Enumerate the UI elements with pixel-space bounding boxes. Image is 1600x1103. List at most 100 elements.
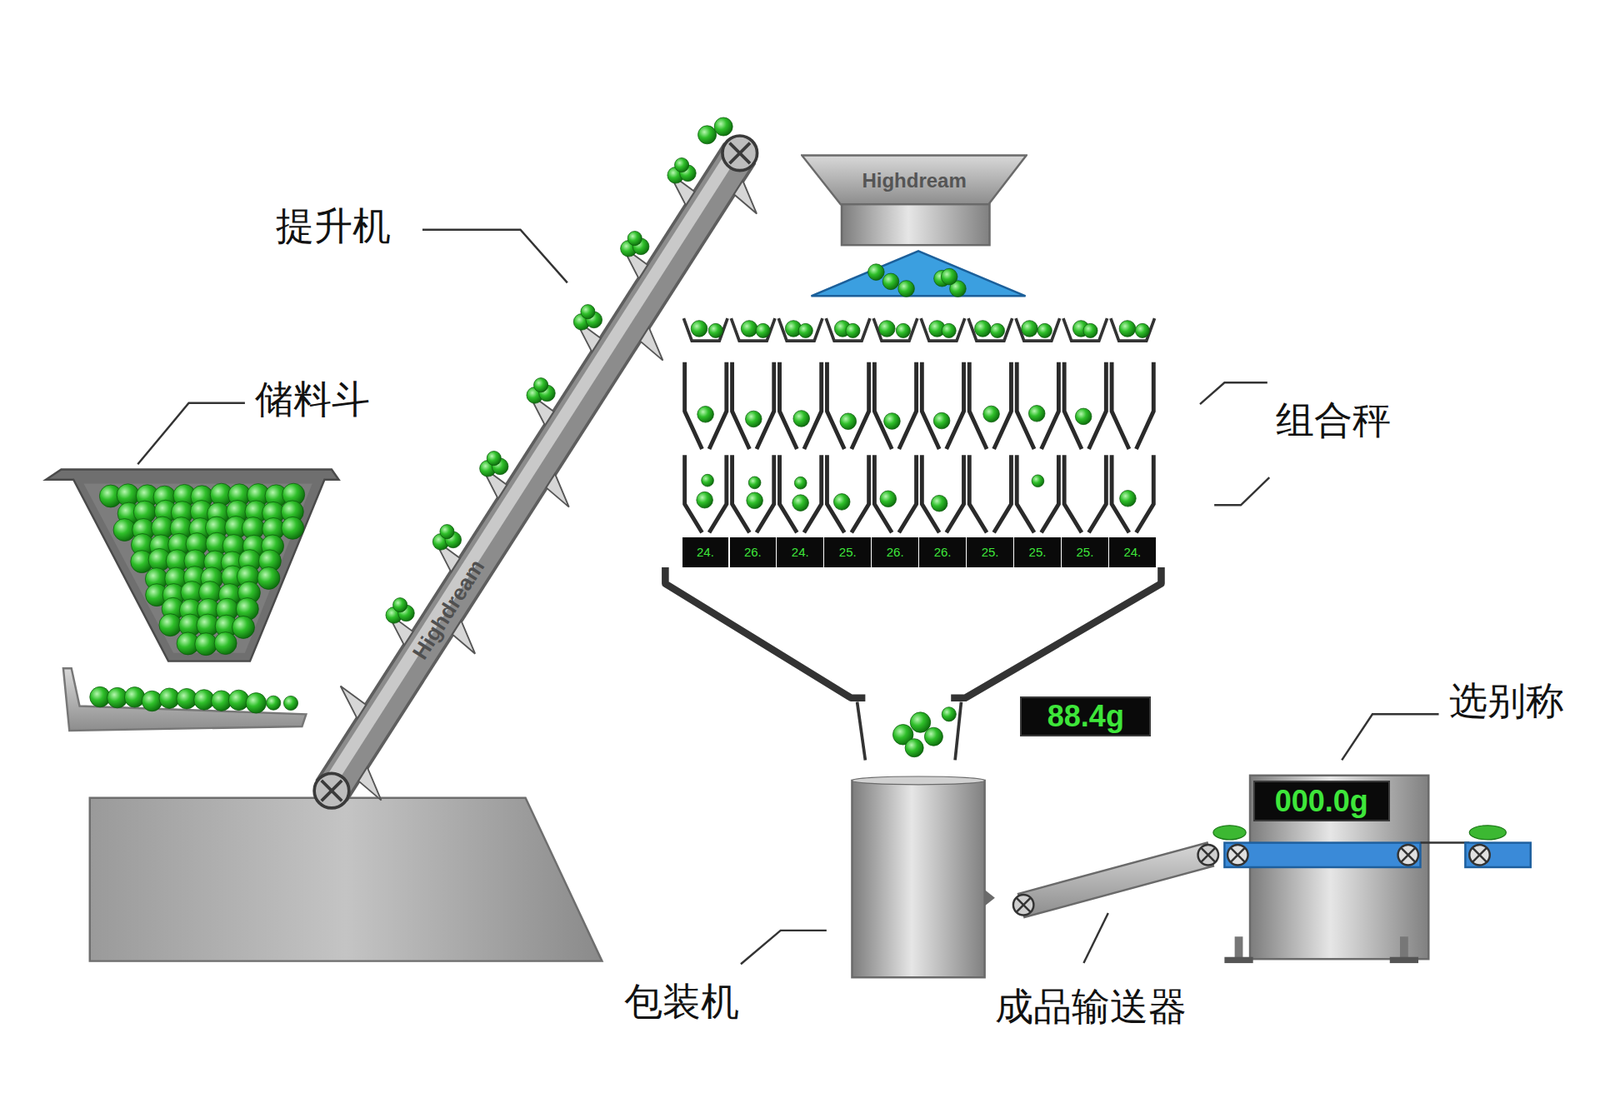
product-ball	[281, 516, 305, 540]
leader-lines-part	[1214, 477, 1270, 505]
product-ball	[701, 474, 715, 487]
product-ball	[195, 633, 218, 656]
elevator-pulley-part	[730, 143, 750, 164]
weight-cell: 25.	[1014, 537, 1061, 568]
product-ball	[580, 305, 595, 320]
weight-cell: 25.	[966, 537, 1014, 568]
product-balls	[90, 686, 299, 714]
checkweigher-part	[1472, 848, 1487, 863]
checkweigher-part	[1213, 825, 1246, 840]
product-ball	[1119, 320, 1136, 338]
weigh-hopper	[732, 455, 775, 533]
product-ball	[283, 695, 298, 710]
leader-lines-part	[740, 930, 827, 965]
product-ball	[884, 413, 901, 430]
checkweigher-part	[1224, 957, 1253, 964]
leader-lines	[137, 230, 1439, 965]
weight-cell: 26.	[919, 537, 966, 568]
checkweigher-part	[1420, 841, 1470, 844]
product-ball	[1031, 475, 1045, 488]
feed-pan	[968, 318, 1013, 341]
checkweigher-part	[1472, 848, 1487, 863]
feed-pan	[1063, 318, 1108, 341]
elevator-bucket	[640, 327, 663, 361]
product-ball	[690, 320, 708, 338]
product-ball	[840, 413, 857, 430]
product-ball	[880, 490, 897, 508]
feed-hopper: Highdream	[800, 153, 1028, 248]
collecting-funnel-part	[665, 567, 865, 699]
product-conveyor	[1013, 843, 1219, 918]
checkweigher-part	[1230, 848, 1245, 863]
checkweigher-part	[1469, 845, 1490, 865]
product-ball	[798, 323, 813, 338]
product-ball	[141, 690, 162, 711]
product-balls	[892, 707, 956, 758]
weight-value: 25.	[1076, 545, 1095, 560]
product-ball	[933, 412, 950, 430]
product-conveyor-part	[1198, 845, 1219, 865]
product-ball	[905, 739, 924, 758]
weight-cell: 24.	[1109, 537, 1156, 568]
product-ball	[534, 378, 549, 393]
checkweigher-part	[1235, 936, 1244, 960]
checkweigher-part	[1465, 843, 1530, 868]
weight-value: 25.	[839, 545, 857, 560]
packaging-machine-part	[851, 780, 985, 978]
product-ball	[228, 690, 249, 710]
weight-value: 26.	[886, 545, 905, 560]
product-ball	[746, 492, 764, 510]
weigh-hoppers	[683, 318, 1155, 533]
product-conveyor-part	[1018, 843, 1214, 918]
product-balls	[690, 264, 1150, 512]
product-ball	[1037, 323, 1052, 338]
product-ball	[924, 727, 943, 746]
weight-cell: 24.	[682, 537, 730, 568]
weigh-hopper	[1016, 362, 1059, 450]
feed-pan	[778, 318, 823, 341]
product-conveyor-part	[1016, 898, 1031, 913]
product-ball	[898, 280, 915, 298]
product-ball	[755, 323, 770, 338]
elevator-pulley-part	[722, 135, 758, 171]
weigh-hopper	[1111, 362, 1154, 450]
product-ball	[1135, 323, 1150, 338]
weigh-hopper	[1016, 455, 1059, 533]
product-ball	[1021, 320, 1039, 338]
storage-hopper	[45, 469, 339, 661]
weight-value: 26.	[934, 545, 952, 560]
product-conveyor-part	[1200, 848, 1215, 863]
elevator-pulley-part	[730, 143, 750, 164]
product-conveyor-part	[1013, 895, 1034, 915]
product-ball	[159, 614, 182, 637]
weigh-hopper	[1111, 455, 1154, 533]
product-ball	[232, 616, 255, 640]
weight-cell: 26.	[730, 537, 777, 568]
vibrating-tray-part	[63, 668, 306, 731]
checkweigher-part	[1400, 848, 1415, 863]
weigh-hopper	[921, 455, 964, 533]
checkweigher	[1213, 775, 1531, 964]
feed-pan	[873, 318, 918, 341]
feed-pan	[825, 318, 870, 341]
weight-display: 88.4g	[1020, 696, 1151, 737]
product-ball	[708, 323, 723, 338]
product-ball	[882, 273, 900, 290]
elevator-bucket	[358, 767, 381, 801]
weight-value: 24.	[791, 545, 810, 560]
weigh-hopper	[780, 455, 822, 533]
product-ball	[845, 323, 860, 338]
product-ball	[794, 476, 807, 490]
storage-hopper-part	[45, 469, 339, 661]
weight-value: 24.	[696, 545, 715, 560]
weigh-hopper	[780, 362, 822, 450]
weigh-hopper	[874, 455, 916, 533]
product-ball	[214, 632, 237, 655]
product-ball	[393, 598, 408, 613]
product-ball	[895, 323, 910, 338]
weigh-hopper	[921, 362, 964, 450]
product-ball	[696, 491, 714, 509]
feed-pan	[730, 318, 775, 341]
weight-cell: 24.	[776, 537, 824, 568]
